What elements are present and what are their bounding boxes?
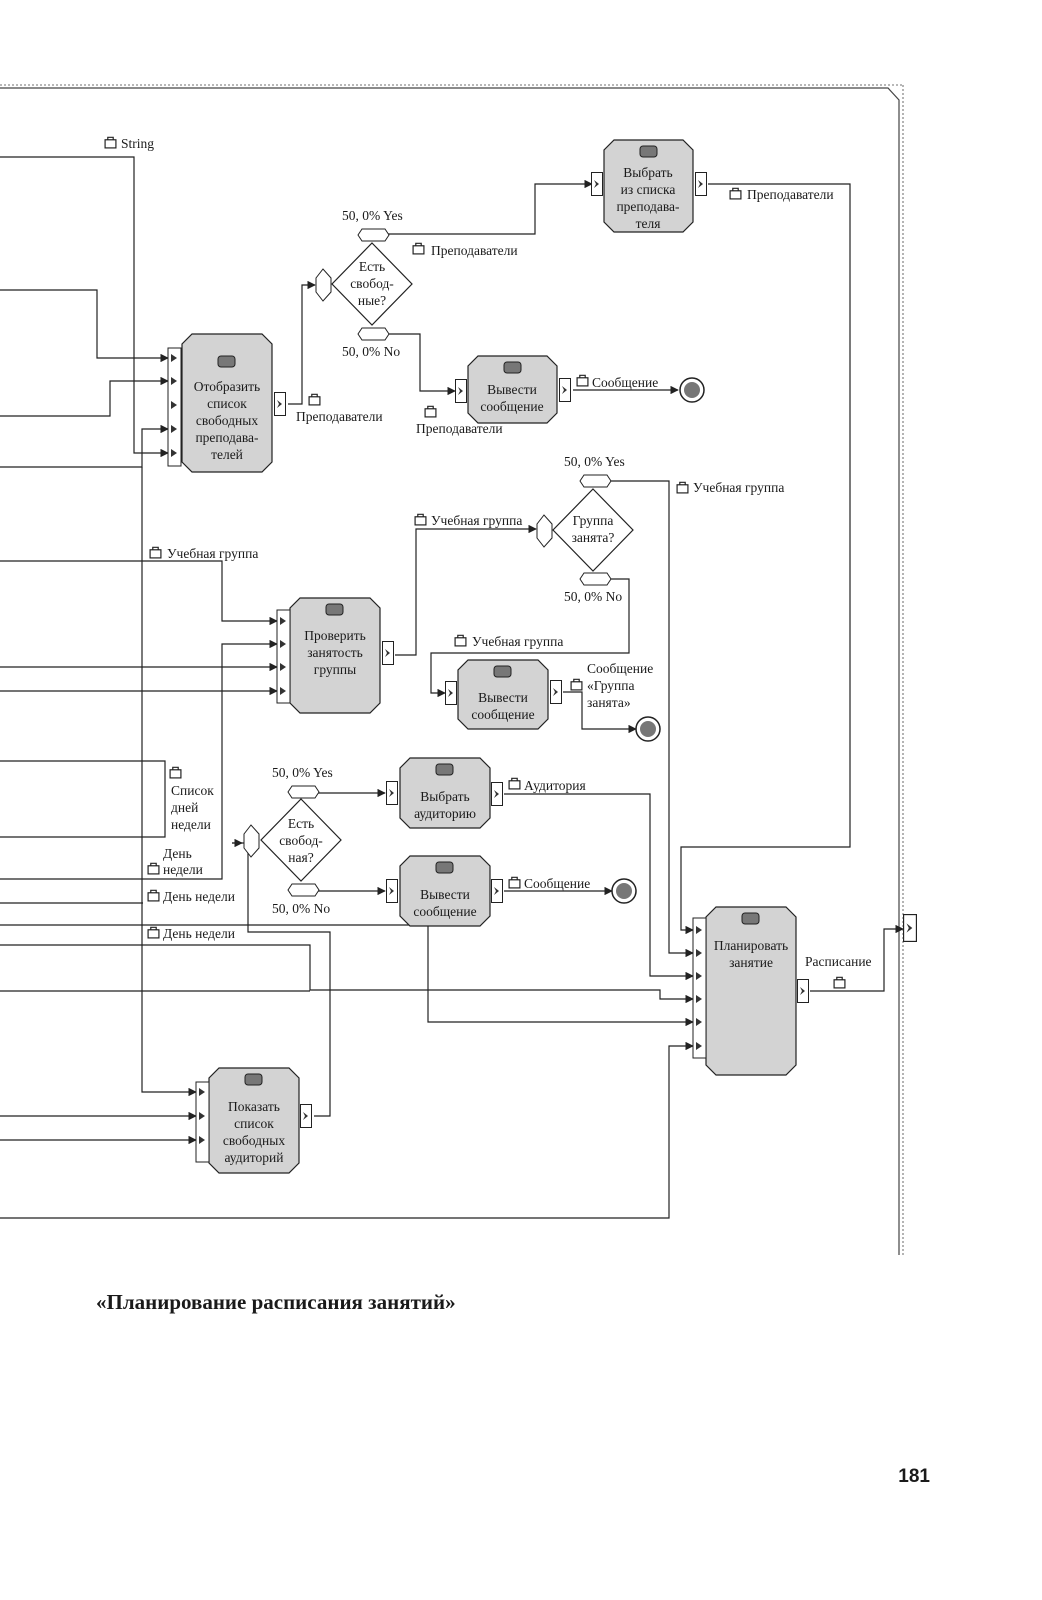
- object-label: дней: [171, 800, 198, 815]
- activity-choose-teacher: Выбрать из списка преподава- теля: [591, 139, 707, 233]
- activity-label: Отобразить: [194, 379, 260, 394]
- activity-diagram: Выбрать из списка преподава- теля Отобра…: [0, 84, 917, 1255]
- object-label: Сообщение: [524, 876, 590, 891]
- object-label: День недели: [163, 926, 235, 941]
- decision-group-busy: Группа занята?: [536, 474, 634, 586]
- activity-label: группы: [314, 662, 356, 677]
- final-node: [679, 377, 705, 403]
- object-label: Сообщение: [587, 661, 653, 676]
- object-label: Преподаватели: [296, 409, 383, 424]
- activity-check-group: Проверить занятость группы: [276, 597, 394, 714]
- branch-label: 50, 0% Yes: [564, 454, 625, 469]
- decision-label: Группа: [573, 513, 614, 528]
- object-label: недели: [171, 817, 211, 832]
- connectors: [0, 156, 904, 1219]
- output-pin: [903, 914, 917, 942]
- activity-label: преподава-: [616, 199, 680, 214]
- activity-label: список: [234, 1116, 274, 1131]
- page-number: 181: [898, 1466, 930, 1487]
- object-label: Учебная группа: [167, 546, 258, 561]
- object-label: «Группа: [587, 678, 634, 693]
- activity-label: сообщение: [480, 399, 543, 414]
- branch-label: 50, 0% No: [342, 344, 400, 359]
- object-label: String: [121, 136, 154, 151]
- branch-label: 50, 0% Yes: [342, 208, 403, 223]
- object-label: Список: [171, 783, 214, 798]
- decision-free-teachers: Есть свобод- ные?: [315, 228, 413, 341]
- object-label: Учебная группа: [431, 513, 522, 528]
- activity-label: занятие: [729, 955, 773, 970]
- activity-label: Вывести: [487, 382, 537, 397]
- object-label: День недели: [163, 889, 235, 904]
- object-label: Преподаватели: [431, 243, 518, 258]
- activity-plan-lesson: Планировать занятие: [692, 906, 809, 1076]
- branch-label: 50, 0% No: [272, 901, 330, 916]
- branch-label: 50, 0% No: [564, 589, 622, 604]
- branch-label: 50, 0% Yes: [272, 765, 333, 780]
- activity-label: Выбрать: [420, 789, 469, 804]
- activity-label: Планировать: [714, 938, 788, 953]
- activity-label: занятость: [307, 645, 363, 660]
- activity-label: преподава-: [195, 430, 259, 445]
- activity-label: список: [207, 396, 247, 411]
- activity-label: из списка: [621, 182, 676, 197]
- object-label: Расписание: [805, 954, 872, 969]
- frame-border: [0, 84, 904, 1255]
- activity-choose-room: Выбрать аудиторию: [386, 757, 503, 829]
- decision-label: Есть: [288, 816, 314, 831]
- decision-label: свобод-: [279, 833, 323, 848]
- activity-show-message-1: Вывести сообщение: [455, 355, 571, 424]
- activity-label: Вывести: [478, 690, 528, 705]
- object-label: Преподаватели: [416, 421, 503, 436]
- object-label: занята»: [587, 695, 631, 710]
- activity-label: телей: [211, 447, 243, 462]
- decision-label: Есть: [359, 259, 385, 274]
- object-label: Аудитория: [524, 778, 586, 793]
- decision-label: занята?: [572, 530, 615, 545]
- figure-caption: «Планирование расписания занятий»: [96, 1290, 456, 1314]
- final-node: [611, 878, 637, 904]
- activity-label: свободных: [223, 1133, 285, 1148]
- activity-label: Проверить: [304, 628, 366, 643]
- decision-label: свобод-: [350, 276, 394, 291]
- final-node: [635, 716, 661, 742]
- activity-show-teachers: Отобразить список свободных преподава- т…: [167, 333, 286, 473]
- activity-label: Показать: [228, 1099, 280, 1114]
- object-label: Сообщение: [592, 375, 658, 390]
- decision-label: ные?: [358, 293, 386, 308]
- object-label: недели: [163, 862, 203, 877]
- object-label: Учебная группа: [472, 634, 563, 649]
- activity-label: аудиторию: [414, 806, 476, 821]
- activity-label: теля: [636, 216, 661, 231]
- activity-label: свободных: [196, 413, 258, 428]
- activity-show-message-3: Вывести сообщение: [386, 855, 503, 927]
- activity-label: аудиторий: [225, 1150, 284, 1165]
- activity-show-message-2: Вывести сообщение: [445, 659, 562, 730]
- object-label: Преподаватели: [747, 187, 834, 202]
- activity-show-rooms: Показать список свободных аудиторий: [195, 1067, 312, 1174]
- decision-free-room: Есть свобод- ная?: [243, 785, 342, 897]
- object-label: День: [163, 846, 192, 861]
- activity-label: сообщение: [413, 904, 476, 919]
- activity-label: сообщение: [471, 707, 534, 722]
- activity-label: Выбрать: [623, 165, 672, 180]
- activity-label: Вывести: [420, 887, 470, 902]
- decision-label: ная?: [288, 850, 313, 865]
- object-label: Учебная группа: [693, 480, 784, 495]
